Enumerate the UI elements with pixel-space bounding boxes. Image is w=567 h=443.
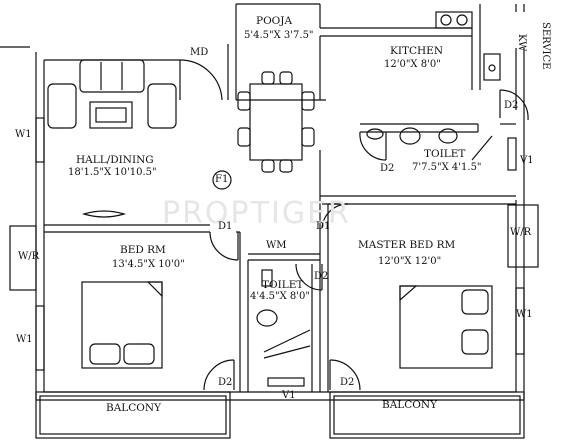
d2-kitchen-label: D2 [504,100,519,111]
wr-right-label: W/R [510,227,532,238]
d2-bal-right-label: D2 [340,377,355,388]
bed-size: 13'4.5"X 10'0" [112,259,185,270]
interior-walls [44,36,516,392]
kitchen-size: 12'0"X 8'0" [384,59,441,70]
d1-bed-label: D1 [218,221,233,232]
balcony-left-inner [39,395,227,435]
hall-size: 18'1.5"X 10'10.5" [68,167,157,178]
balcony-right-outline [329,391,525,439]
window-wr-right [507,204,539,268]
sofa-set [47,59,177,218]
watermark: PROPTIGER [162,196,351,231]
balcony-right-inner [333,395,521,435]
w1-bed-label: W1 [16,334,33,345]
wm-label: WM [266,240,287,251]
d2-toilet-label: D2 [380,163,395,174]
kitchen-label: KITCHEN [390,45,444,57]
kitchen-fixtures [435,11,501,81]
v1-bottom-label: V1 [282,390,296,401]
dining-table [237,71,315,173]
toilet1-size: 7'7.5"X 4'1.5" [412,162,482,173]
toilet2-size: 4'4.5"X 8'0" [250,291,310,302]
window-wr-left [9,225,37,291]
master-label: MASTER BED RM [358,239,456,251]
md-label: MD [190,47,209,58]
master-size: 12'0"X 12'0" [378,256,442,267]
toilet-fixtures [256,127,458,359]
kw-label: KW [516,34,527,52]
window-v1-toilet [507,137,517,171]
bed-label: BED RM [120,244,166,256]
bed-master [399,285,493,369]
v1-toilet-label: V1 [520,155,534,166]
balcony-left-label: BALCONY [106,402,162,414]
toilet2-label: TOILET [262,279,304,291]
toilet1-label: TOILET [424,148,466,160]
wr-left-label: W/R [18,251,40,262]
bed-left [81,281,163,369]
window-w1-master [515,287,525,355]
window-w1-bed [35,305,45,371]
window-v1-bottom [267,377,305,387]
balcony-left-outline [35,391,231,439]
hall-label: HALL/DINING [76,154,154,166]
d2-bal-left-label: D2 [218,377,233,388]
w1-hall-label: W1 [15,129,32,140]
pooja-label: POOJA [256,15,293,27]
door-swings [179,59,529,391]
w1-master-label: W1 [516,309,533,320]
d2-toilet2-label: D2 [314,271,329,282]
window-w1-hall [35,117,45,163]
d1-master-label: D1 [316,221,331,232]
balcony-right-label: BALCONY [382,399,438,411]
pooja-size: 5'4.5"X 3'7.5" [244,30,314,41]
service-label: SERVICE [540,22,551,70]
f1-label: F1 [215,174,229,185]
f1-marker [212,170,232,190]
